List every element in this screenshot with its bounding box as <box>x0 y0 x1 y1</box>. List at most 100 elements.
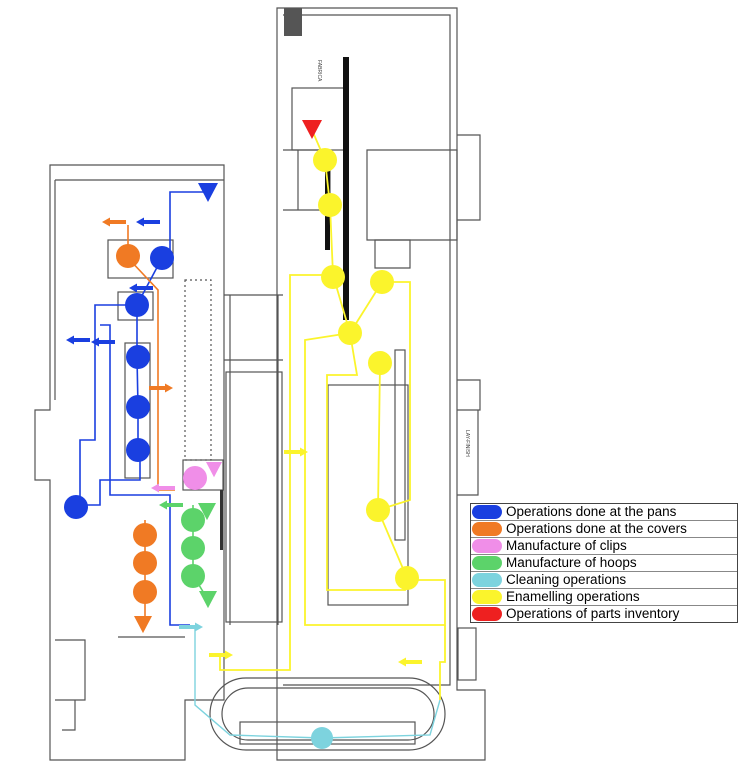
legend-label: Cleaning operations <box>506 572 627 587</box>
flow-arrows <box>66 217 422 667</box>
left-wing-inner-wall <box>54 179 224 400</box>
legend-item-clips: Manufacture of clips <box>471 537 737 554</box>
legend-item-cleaning: Cleaning operations <box>471 571 737 588</box>
clip-station <box>182 459 224 491</box>
enamelling-process-node <box>321 265 345 289</box>
hoops-process-node <box>181 536 205 560</box>
pans-line-4 <box>136 305 139 450</box>
table-2 <box>117 291 154 321</box>
covers-process-node <box>116 244 140 268</box>
enamelling-process-node <box>318 193 342 217</box>
pans-flow-arrow <box>91 337 115 347</box>
enamelling-flow-arrow <box>398 657 422 667</box>
legend-item-inventory: Operations of parts inventory <box>471 605 737 622</box>
inventory-room <box>291 87 348 151</box>
room-tag-2: LAY-FINISH <box>464 430 470 457</box>
enamel-line-4 <box>304 332 446 626</box>
long-bench <box>184 279 212 461</box>
right-small-rooms <box>457 134 481 496</box>
covers-process-node <box>133 580 157 604</box>
pans-marker-triangle <box>198 183 218 202</box>
enamelling-process-node <box>368 351 392 375</box>
legend-swatch <box>472 573 502 587</box>
enamel-line-5 <box>377 362 408 579</box>
covers-flow-arrow <box>102 217 126 227</box>
enamel-line-2 <box>349 281 411 511</box>
pans-process-node <box>125 293 149 317</box>
pans-process-node <box>126 438 150 462</box>
legend-item-hoops: Manufacture of hoops <box>471 554 737 571</box>
process-nodes <box>64 148 419 749</box>
covers-marker-triangle <box>134 616 152 634</box>
pans-process-node <box>64 495 88 519</box>
stairs <box>457 627 477 681</box>
enamelling-flow-arrow <box>284 447 308 457</box>
building-walls <box>34 7 486 761</box>
pans-process-node <box>150 246 174 270</box>
cleaning-flow <box>194 628 441 739</box>
clips-flow-arrow <box>151 483 175 493</box>
enamelling-process-node <box>370 270 394 294</box>
right-annex <box>366 149 458 241</box>
cleaning-flow-arrow <box>179 622 203 632</box>
hoops-process-node <box>181 508 205 532</box>
legend-swatch <box>472 590 502 604</box>
bottom-left-rooms <box>55 636 185 731</box>
legend-swatch <box>472 607 502 621</box>
covers-process-node <box>133 551 157 575</box>
enamelling-process-node <box>338 321 362 345</box>
flow-markers <box>134 120 322 634</box>
legend-item-enamelling: Enamelling operations <box>471 588 737 605</box>
enamelling-process-node <box>395 566 419 590</box>
hoops-marker-triangle <box>198 503 216 521</box>
pans-flow-arrow <box>66 335 90 345</box>
legend-label: Operations of parts inventory <box>506 606 680 621</box>
legend-label: Manufacture of hoops <box>506 555 637 570</box>
covers-flow-arrow <box>149 383 173 393</box>
enamelling-flow-arrow <box>209 650 233 660</box>
pans-flow-arrow <box>136 217 160 227</box>
cleaning-process-node <box>311 727 333 749</box>
enamel-line-7 <box>439 625 446 700</box>
legend: Operations done at the pans Operations d… <box>470 503 738 623</box>
legend-label: Enamelling operations <box>506 589 640 604</box>
corridor-outline <box>224 294 283 625</box>
left-wing-outline <box>34 164 225 761</box>
pans-flow-arrow <box>129 283 153 293</box>
clips-process-node <box>183 466 207 490</box>
pans-process-node <box>126 345 150 369</box>
hoops-flow-arrow <box>159 500 183 510</box>
tower-inner-wall <box>283 14 451 686</box>
enamelling-process-node <box>366 498 390 522</box>
hoops-process-node <box>181 564 205 588</box>
legend-label: Manufacture of clips <box>506 538 627 553</box>
legend-label: Operations done at the covers <box>506 521 687 536</box>
oval-conveyor-outer <box>209 677 446 751</box>
pans-line-5 <box>100 324 190 626</box>
legend-swatch <box>472 505 502 519</box>
legend-swatch <box>472 539 502 553</box>
legend-item-covers: Operations done at the covers <box>471 520 737 537</box>
structural-details: FABRICA LAY-FINISH <box>220 8 470 550</box>
covers-process-node <box>133 523 157 547</box>
central-tower-outline <box>276 7 486 761</box>
central-beam <box>343 57 349 320</box>
inventory-marker-triangle <box>302 120 322 139</box>
clips-marker-triangle <box>206 462 222 478</box>
hall-beam <box>220 490 223 550</box>
legend-label: Operations done at the pans <box>506 504 677 519</box>
enamelling-hall <box>327 384 409 606</box>
enamel-line-6 <box>219 274 333 671</box>
vent-block <box>284 8 302 36</box>
pans-process-node <box>126 395 150 419</box>
legend-swatch <box>472 522 502 536</box>
room-tag-1: FABRICA <box>316 60 322 82</box>
corridor-room <box>225 371 283 623</box>
enamelling-rack <box>394 349 406 541</box>
enamel-line-3 <box>326 332 406 591</box>
legend-swatch <box>472 556 502 570</box>
enamelling-process-node <box>313 148 337 172</box>
cleaning-line <box>194 628 441 739</box>
hoops-marker-triangle <box>199 591 217 609</box>
